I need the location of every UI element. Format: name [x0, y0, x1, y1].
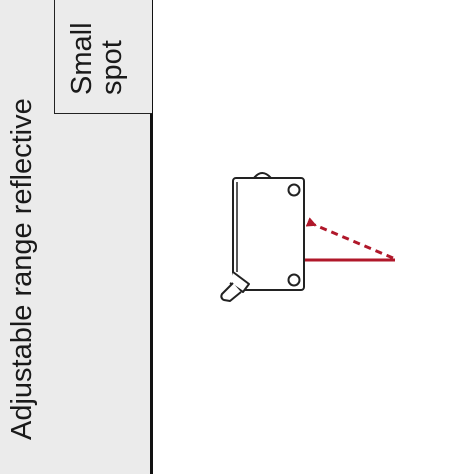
photoelectric-sensor-icon: [220, 172, 305, 302]
reflected-beam-arrow: [305, 217, 394, 260]
sub-category-cell: [54, 0, 152, 114]
panel-divider: [150, 0, 153, 474]
